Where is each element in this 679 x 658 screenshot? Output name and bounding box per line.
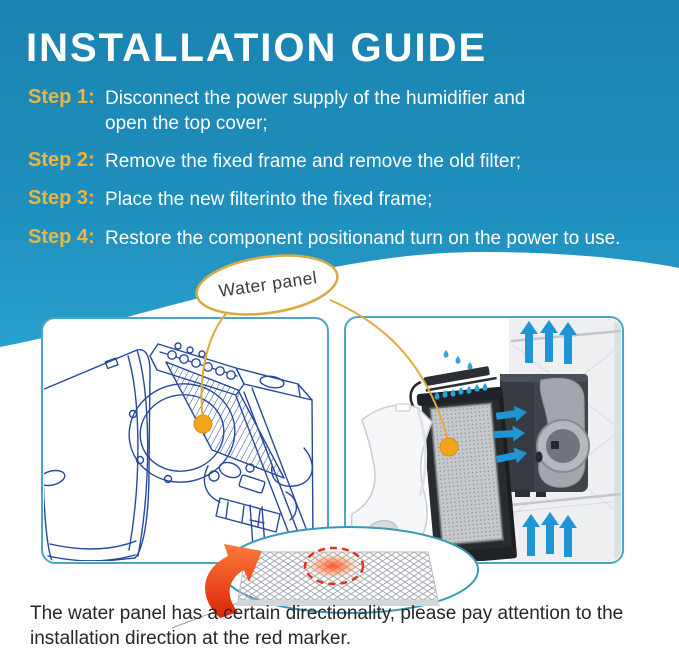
filter-replacement-render bbox=[350, 319, 621, 561]
left-panel-border bbox=[41, 317, 329, 564]
leader-line-right bbox=[329, 299, 449, 441]
step-3-label: Step 3: bbox=[28, 187, 95, 209]
step-1-text: Disconnect the power supply of the humid… bbox=[105, 86, 525, 136]
step-3-text: Place the new filterinto the fixed frame… bbox=[105, 189, 433, 210]
red-marker-glow bbox=[306, 553, 360, 579]
step-3: Step 3: Place the new filterinto the fix… bbox=[28, 187, 432, 212]
drip-tray bbox=[423, 366, 497, 392]
step-2: Step 2: Remove the fixed frame and remov… bbox=[28, 149, 521, 174]
step-1: Step 1: Disconnect the power supply of t… bbox=[28, 86, 525, 136]
step-4: Step 4: Restore the component positionan… bbox=[28, 226, 620, 251]
step-1-line-1: Disconnect the power supply of the humid… bbox=[105, 88, 526, 109]
step-1-label: Step 1: bbox=[28, 86, 95, 108]
step-4-text: Restore the component positionand turn o… bbox=[105, 228, 621, 249]
magnifier-detail bbox=[171, 526, 479, 629]
airflow-up-arrows-bottom bbox=[522, 512, 577, 557]
step-2-label: Step 2: bbox=[28, 149, 95, 171]
leader-line-left bbox=[200, 308, 231, 422]
red-marker-dashed-circle bbox=[303, 546, 365, 586]
step-1-line-2: open the top cover; bbox=[105, 113, 268, 134]
step-2-text: Remove the fixed frame and remove the ol… bbox=[105, 151, 522, 172]
direction-caption: The water panel has a certain directiona… bbox=[30, 603, 624, 649]
panel-marker-dot-left bbox=[193, 414, 213, 434]
callout-ellipse bbox=[195, 254, 339, 316]
right-panel-border bbox=[344, 316, 624, 564]
left-panel-box bbox=[42, 318, 328, 563]
housing-unit bbox=[500, 374, 590, 497]
airflow-up-arrows-top bbox=[520, 320, 577, 364]
step-4-label: Step 4: bbox=[28, 226, 95, 248]
red-direction-arrow bbox=[205, 544, 262, 618]
callout-leaders bbox=[200, 299, 449, 441]
panel-marker-dot-right bbox=[439, 437, 459, 457]
cover-panel-line-drawing bbox=[44, 349, 151, 561]
page-title: INSTALLATION GUIDE bbox=[26, 26, 488, 70]
